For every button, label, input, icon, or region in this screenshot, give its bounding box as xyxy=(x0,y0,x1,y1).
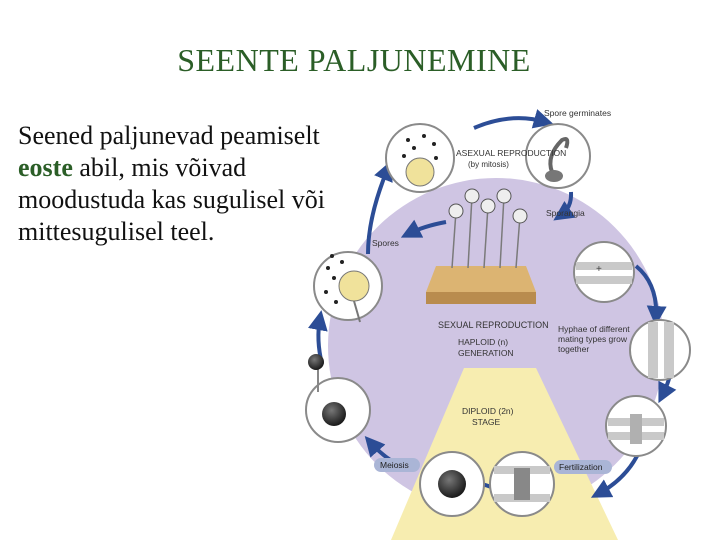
label-spore-germinates: Spore germinates xyxy=(544,108,611,118)
label-fertilization: Fertilization xyxy=(559,462,603,472)
hyphae-fusion-inset xyxy=(605,395,667,457)
life-cycle-svg: + ASEXUAL REPRODUCTION (by mitosis) Spor… xyxy=(305,108,691,540)
arrow-to-sporangia xyxy=(553,191,576,221)
meiosis-pill: Meiosis xyxy=(374,458,420,472)
sporangia-stand-illustration xyxy=(426,188,536,304)
label-diploid-sub: STAGE xyxy=(472,417,501,427)
label-spores: Spores xyxy=(372,238,399,248)
label-hyphae-wrapper: Hyphae of different mating types grow to… xyxy=(558,324,630,354)
label-diploid: DIPLOID (2n) xyxy=(462,406,514,416)
arrow-left-up xyxy=(366,160,393,255)
label-asexual-reproduction: ASEXUAL REPRODUCTION xyxy=(456,148,566,158)
svg-text:+: + xyxy=(596,264,602,275)
hyphae-contact-inset-2 xyxy=(629,319,691,381)
slide-title: SEENTE PALJUNEMINE xyxy=(177,42,531,78)
label-sporangia: Sporangia xyxy=(546,208,585,218)
label-haploid-sub: GENERATION xyxy=(458,348,514,358)
meiosis-inset xyxy=(305,354,371,443)
spores-inset xyxy=(313,251,383,323)
zygote-inset xyxy=(489,451,555,517)
label-meiosis: Meiosis xyxy=(380,460,409,470)
hyphae-contact-inset-1: + xyxy=(573,241,635,303)
body-text-start: Seened paljunevad peamiselt xyxy=(18,121,320,150)
label-haploid: HAPLOID (n) xyxy=(458,337,508,347)
label-hyphae: Hyphae of different mating types grow to… xyxy=(558,324,630,354)
label-sexual-reproduction: SEXUAL REPRODUCTION xyxy=(438,320,549,330)
label-asexual-sub: (by mitosis) xyxy=(468,160,509,169)
spore-germinating-inset xyxy=(385,123,455,193)
fungal-life-cycle-diagram: + ASEXUAL REPRODUCTION (by mitosis) Spor… xyxy=(296,96,720,540)
highlight-word-eoste: eoste xyxy=(18,153,73,182)
body-text-end: abil, mis võivad moodustuda kas sugulise… xyxy=(18,153,325,246)
arrow-right-1 xyxy=(634,264,667,326)
spore-germinates-inset xyxy=(525,123,591,189)
arrow-to-spores xyxy=(400,219,447,238)
arrow-top xyxy=(473,109,554,130)
fertilization-pill: Fertilization xyxy=(554,460,612,474)
zygospore-inset xyxy=(419,451,485,517)
diagram-labels: ASEXUAL REPRODUCTION (by mitosis) Spore … xyxy=(372,108,630,427)
slide-body-text: Seened paljunevad peamiselt eoste abil, … xyxy=(18,120,348,248)
